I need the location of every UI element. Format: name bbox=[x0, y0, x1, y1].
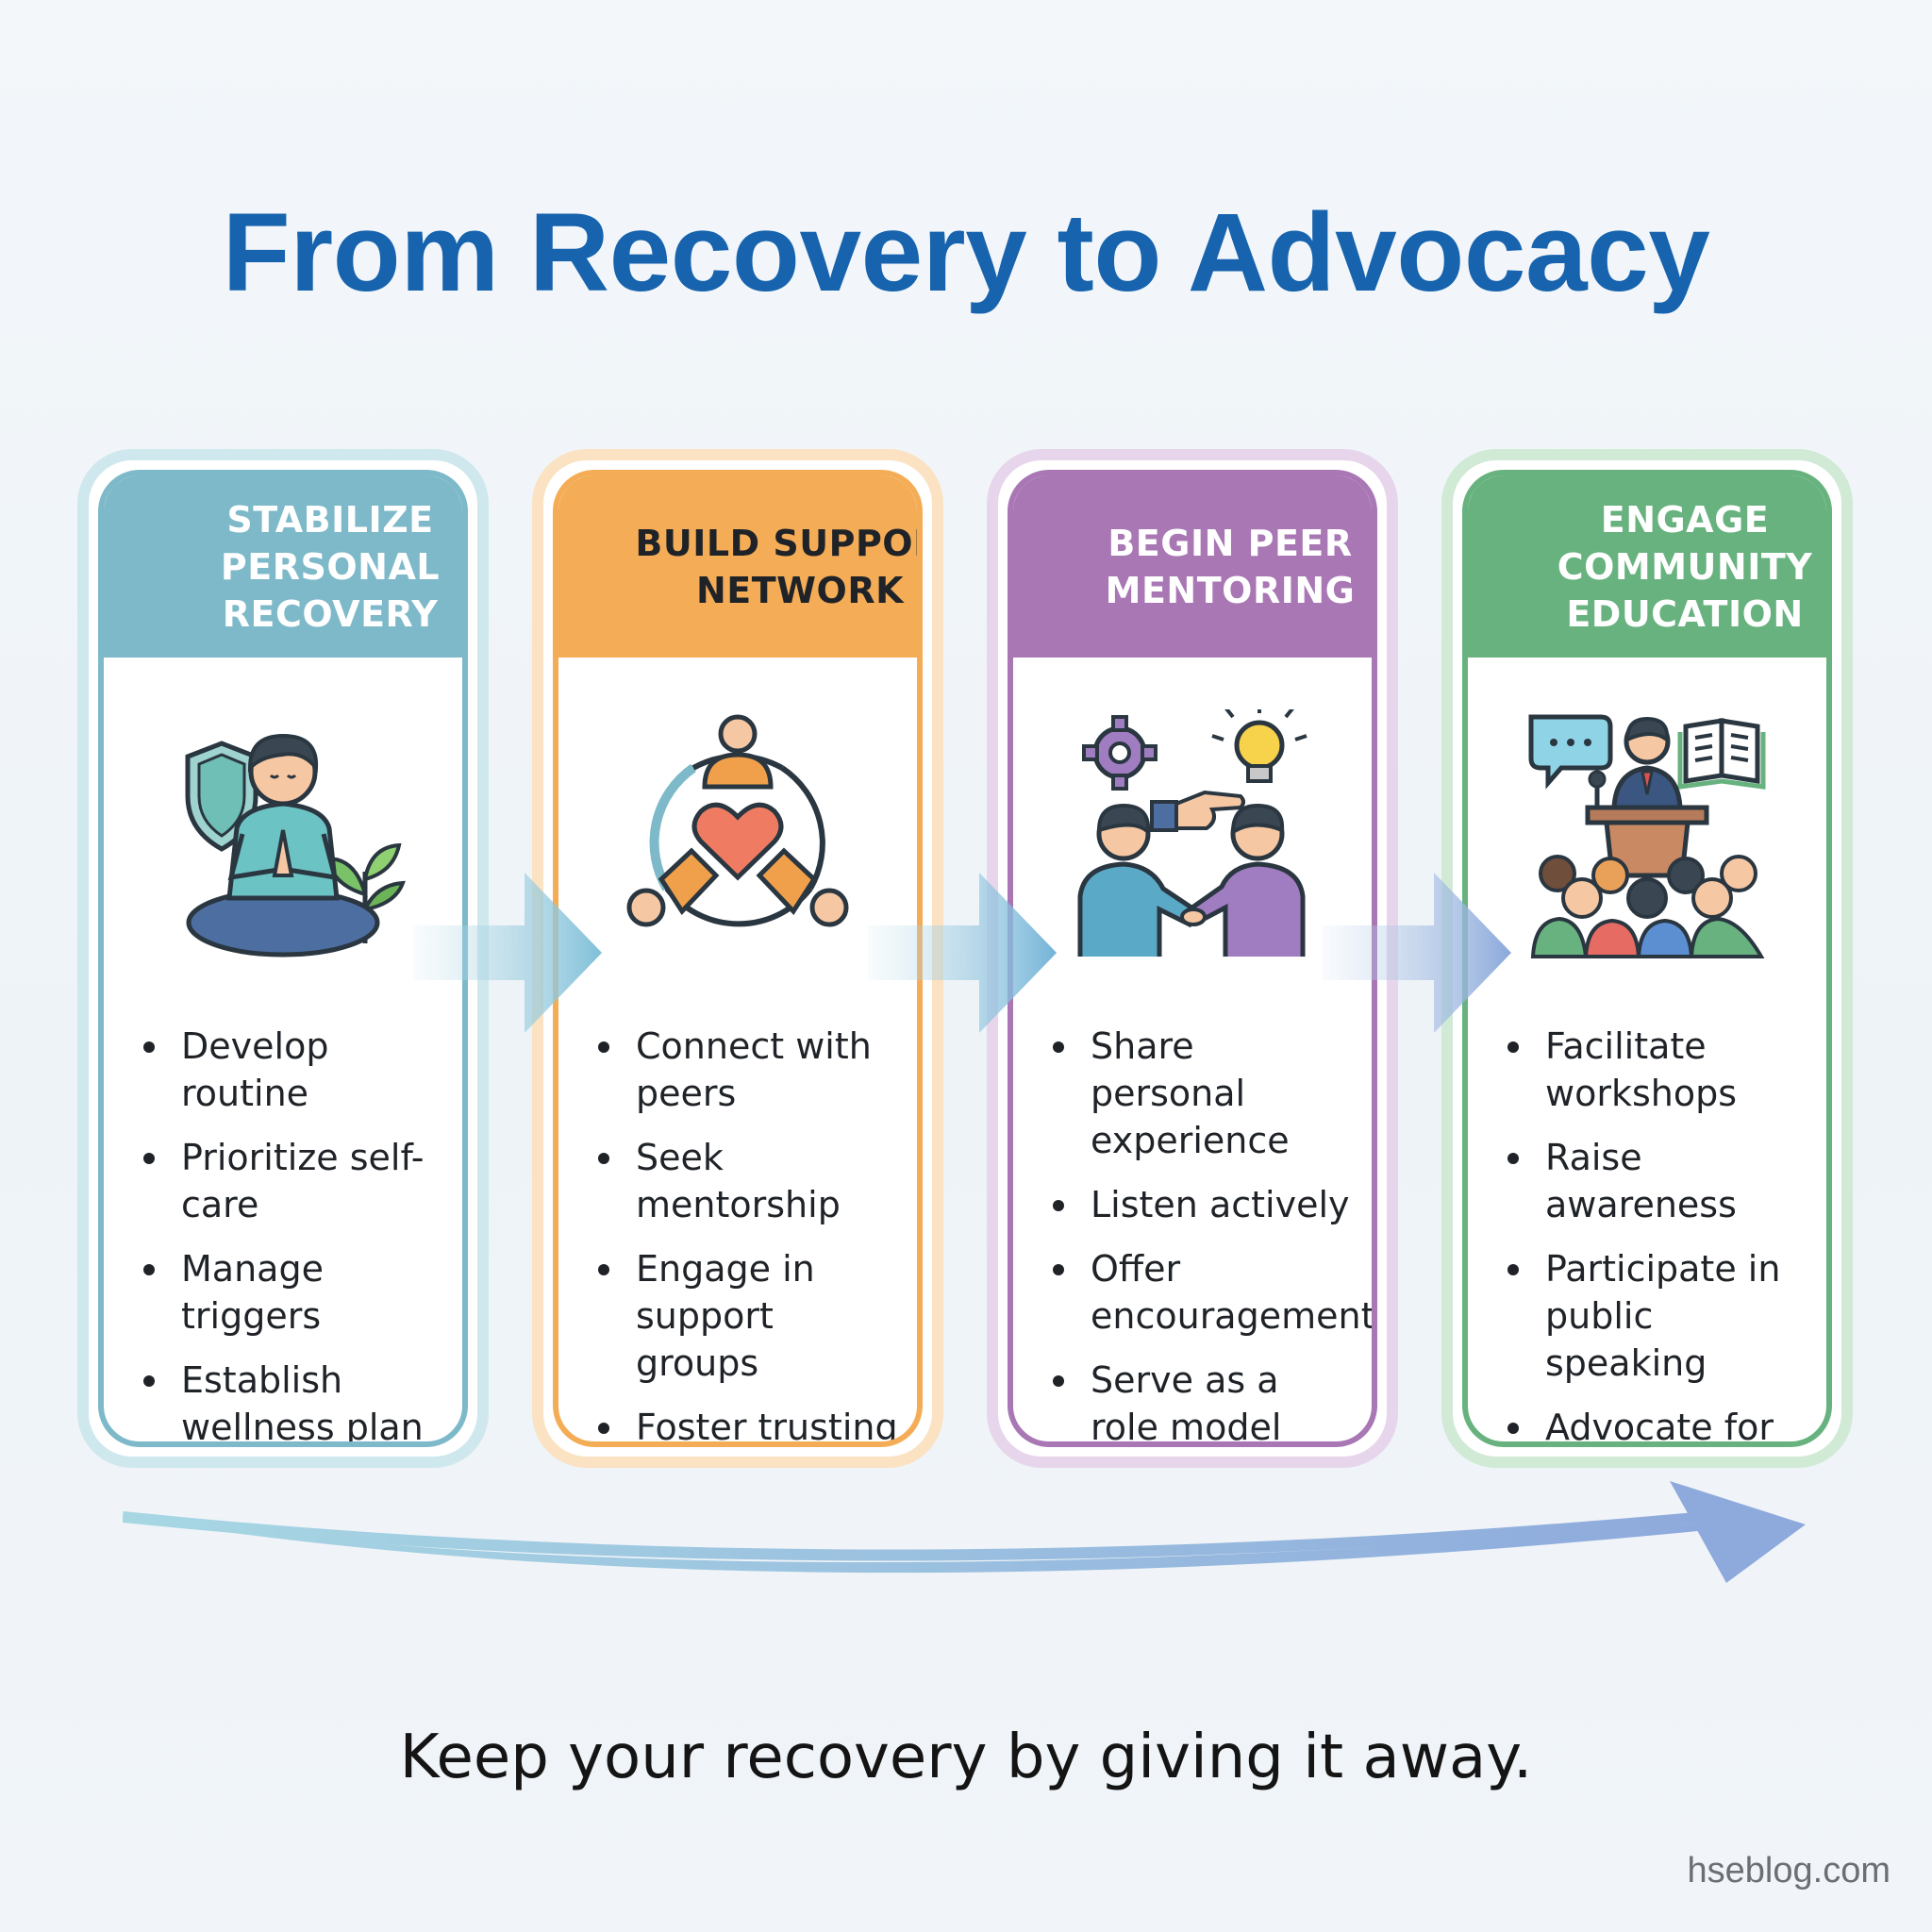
list-item: Participate in public speaking bbox=[1502, 1245, 1809, 1387]
stage-heading: BEGIN PEER MENTORING bbox=[1013, 475, 1372, 658]
list-item: Share personal experience bbox=[1047, 1023, 1355, 1164]
list-item: Engage in support groups bbox=[592, 1245, 900, 1387]
support-circle-icon bbox=[626, 714, 849, 927]
speech-bubble-icon bbox=[1528, 714, 1613, 790]
stage-heading: ENGAGE COMMUNITY EDUCATION bbox=[1468, 475, 1826, 658]
list-item: Listen actively bbox=[1047, 1181, 1355, 1228]
arrow-right-icon bbox=[868, 873, 1057, 1033]
book-icon bbox=[1677, 718, 1766, 790]
public-speaking-icon bbox=[1528, 714, 1766, 958]
stage-items: Connect with peers Seek mentorship Engag… bbox=[592, 1023, 900, 1441]
list-item: Serve as a role model bbox=[1047, 1357, 1355, 1441]
page-title: From Recovery to Advocacy bbox=[222, 191, 1710, 315]
mentoring-handshake-icon bbox=[1077, 709, 1307, 957]
list-item: Offer encouragement bbox=[1047, 1245, 1372, 1340]
stage-card-stabilize: STABILIZE PERSONAL RECOVERY Develop rou bbox=[77, 449, 489, 1468]
meditation-icon bbox=[185, 733, 406, 958]
list-item: Facilitate workshops bbox=[1502, 1023, 1809, 1117]
list-item: Manage triggers bbox=[138, 1245, 445, 1340]
stage-card-mentoring: BEGIN PEER MENTORING bbox=[987, 449, 1398, 1468]
watermark-text: hseblog.com bbox=[1687, 1851, 1890, 1890]
progress-arrow-icon bbox=[123, 1481, 1806, 1583]
list-item: Raise awareness bbox=[1502, 1134, 1809, 1228]
list-item: Seek mentorship bbox=[592, 1134, 900, 1228]
stage-items: Share personal experience Listen activel… bbox=[1047, 1023, 1372, 1441]
gear-icon bbox=[1082, 715, 1158, 791]
stage-items: Develop routine Prioritize self-care Man… bbox=[138, 1023, 445, 1441]
stage-items: Facilitate workshops Raise awareness Par… bbox=[1502, 1023, 1809, 1441]
stage-heading: STABILIZE PERSONAL RECOVERY bbox=[104, 475, 462, 658]
list-item: Establish wellness plan bbox=[138, 1357, 445, 1441]
list-item: Foster trusting relationships bbox=[592, 1404, 900, 1441]
motto-text: Keep your recovery by giving it away. bbox=[399, 1723, 1533, 1792]
list-item: Connect with peers bbox=[592, 1023, 900, 1117]
list-item: Advocate for resources bbox=[1502, 1404, 1809, 1441]
list-item: Develop routine bbox=[138, 1023, 445, 1117]
lightbulb-icon bbox=[1211, 709, 1307, 783]
arrow-right-icon bbox=[413, 873, 602, 1033]
arrow-right-icon bbox=[1323, 873, 1511, 1033]
list-item: Prioritize self-care bbox=[138, 1134, 445, 1228]
stage-heading: BUILD SUPPORT NETWORK bbox=[558, 475, 917, 658]
